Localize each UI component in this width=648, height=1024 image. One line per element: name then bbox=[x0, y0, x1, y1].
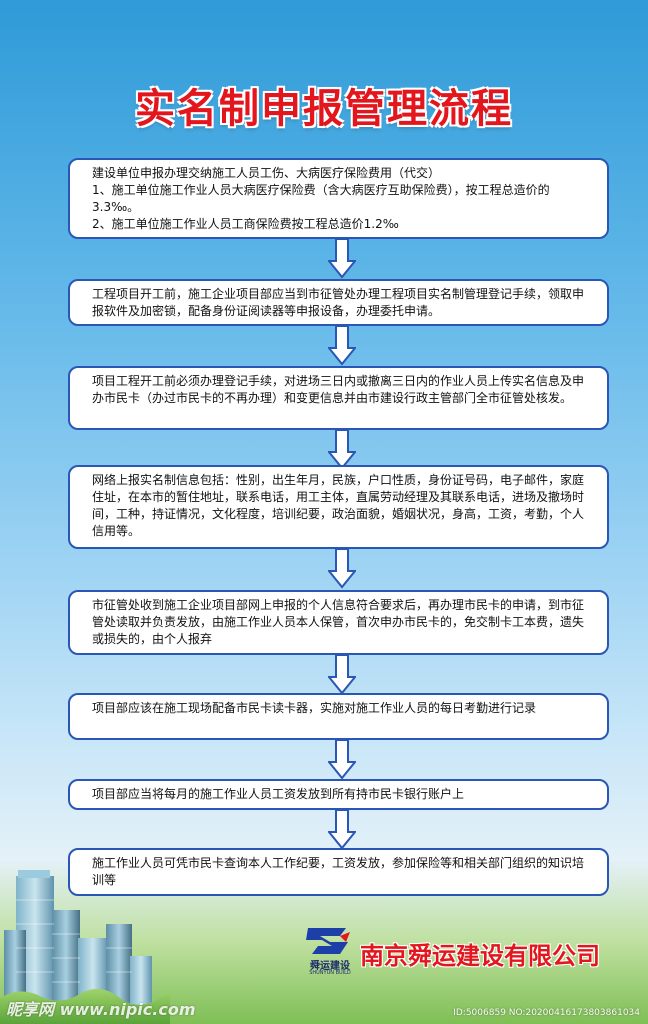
company-logo-icon bbox=[306, 928, 350, 954]
step-3-text: 项目工程开工前必须办理登记手续，对进场三日内或撤离三日内的作业人员上传实名信息及… bbox=[92, 374, 585, 405]
step-1-line-1: 建设单位申报办理交纳施工人员工伤、大病医疗保险费用（代交） bbox=[92, 166, 441, 180]
down-arrow-icon bbox=[328, 326, 356, 366]
down-arrow-icon bbox=[328, 239, 356, 279]
down-arrow-icon bbox=[328, 430, 356, 470]
step-box-5: 市征管处收到施工企业项目部网上申报的个人信息符合要求后，再办理市民卡的申请，到市… bbox=[68, 590, 609, 655]
step-6-text: 项目部应该在施工现场配备市民卡读卡器，实施对施工作业人员的每日考勤进行记录 bbox=[92, 701, 537, 715]
step-5-text: 市征管处收到施工企业项目部网上申报的个人信息符合要求后，再办理市民卡的申请，到市… bbox=[92, 598, 585, 646]
company-branding: 舜运建设 SHUNYUN BUILD 南京舜运建设有限公司 bbox=[300, 924, 645, 982]
down-arrow-icon bbox=[328, 549, 356, 589]
step-4-text: 网络上报实名制信息包括：性别，出生年月，民族，户口性质，身份证号码，电子邮件，家… bbox=[92, 473, 585, 538]
logo-text-en: SHUNYUN BUILD bbox=[309, 970, 351, 976]
down-arrow-icon bbox=[328, 655, 356, 695]
step-box-6: 项目部应该在施工现场配备市民卡读卡器，实施对施工作业人员的每日考勤进行记录 bbox=[68, 693, 609, 740]
step-box-4: 网络上报实名制信息包括：性别，出生年月，民族，户口性质，身份证号码，电子邮件，家… bbox=[68, 465, 609, 549]
company-name: 南京舜运建设有限公司 bbox=[360, 942, 600, 970]
step-box-2: 工程项目开工前，施工企业项目部应当到市征管处办理工程项目实名制管理登记手续，领取… bbox=[68, 279, 609, 326]
step-1-line-2: 1、施工单位施工作业人员大病医疗保险费（含大病医疗互助保险费），按工程总造价的3… bbox=[92, 183, 550, 214]
step-7-text: 项目部应当将每月的施工作业人员工资发放到所有持市民卡银行账户上 bbox=[92, 787, 465, 801]
city-buildings-illustration bbox=[0, 870, 170, 1024]
step-2-text: 工程项目开工前，施工企业项目部应当到市征管处办理工程项目实名制管理登记手续，领取… bbox=[92, 287, 585, 318]
step-box-8: 施工作业人员可凭市民卡查询本人工作纪要，工资发放，参加保险等和相关部门组织的知识… bbox=[68, 848, 609, 896]
down-arrow-icon bbox=[328, 740, 356, 780]
step-8-text: 施工作业人员可凭市民卡查询本人工作纪要，工资发放，参加保险等和相关部门组织的知识… bbox=[92, 856, 585, 887]
step-box-7: 项目部应当将每月的施工作业人员工资发放到所有持市民卡银行账户上 bbox=[68, 779, 609, 810]
step-1-line-3: 2、施工单位施工作业人员工商保险费按工程总造价1.2‰ bbox=[92, 217, 399, 231]
watermark-image-id: ID:5006859 NO:20200416173803861034 bbox=[453, 1008, 640, 1018]
logo-text: 舜运建设 bbox=[310, 961, 350, 972]
step-box-1: 建设单位申报办理交纳施工人员工伤、大病医疗保险费用（代交） 1、施工单位施工作业… bbox=[68, 158, 609, 239]
page-title: 实名制申报管理流程 bbox=[135, 86, 513, 132]
watermark-site: 昵享网 www.nipic.com bbox=[6, 1000, 196, 1019]
step-box-3: 项目工程开工前必须办理登记手续，对进场三日内或撤离三日内的作业人员上传实名信息及… bbox=[68, 366, 609, 430]
down-arrow-icon bbox=[328, 810, 356, 850]
